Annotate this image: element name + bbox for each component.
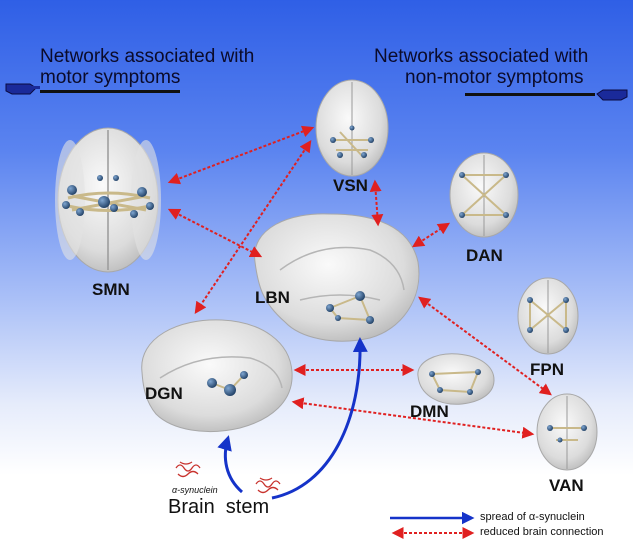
brain-stem-label: Brain stem <box>168 496 270 518</box>
connection-lbn-van <box>418 296 552 396</box>
alpha-synuclein-protein-icon-2 <box>255 477 281 494</box>
brain-dan <box>449 152 519 238</box>
brain-vsn <box>315 79 389 177</box>
alpha-synuclein-label: α-synuclein <box>172 485 218 495</box>
alpha-synuclein-protein-icon <box>175 461 201 478</box>
motor-heading-line2: motor symptoms <box>40 67 181 88</box>
connection-dgn-van <box>291 397 535 439</box>
connection-lbn-dan <box>411 222 451 248</box>
label-dgn: DGN <box>145 384 183 403</box>
label-van: VAN <box>549 476 584 495</box>
brain-dgn <box>141 319 293 433</box>
spread-arrow-to-lbn <box>271 337 368 500</box>
motor-heading-line1: Networks associated with <box>40 46 255 67</box>
nonmotor-heading-bar <box>465 93 595 96</box>
label-dan: DAN <box>466 246 503 265</box>
connection-vsn-dgn <box>194 140 312 314</box>
label-lbn: LBN <box>255 288 290 307</box>
connection-smn-lbn <box>167 208 263 258</box>
spread-arrow-to-dgn <box>217 435 244 494</box>
label-smn: SMN <box>92 280 130 299</box>
motor-heading-bar <box>40 90 180 93</box>
brain-dmn <box>417 353 495 405</box>
connection-vsn-lbn <box>369 179 384 227</box>
brain-smn <box>55 127 161 273</box>
pointing-hand-left-icon <box>5 83 40 95</box>
brain-van <box>536 393 598 471</box>
brain-fpn <box>517 277 579 355</box>
legend-reduced-label: reduced brain connection <box>480 526 604 538</box>
label-vsn: VSN <box>333 176 368 195</box>
nonmotor-heading-line2: non-motor symptoms <box>405 67 584 88</box>
motor-heading: Networks associated with motor symptoms <box>40 46 254 88</box>
connection-smn-vsn <box>167 125 315 185</box>
brain-lbn <box>254 213 420 342</box>
label-dmn: DMN <box>410 402 449 421</box>
legend-spread-label: spread of α-synuclein <box>480 511 585 523</box>
nonmotor-heading-line1: Networks associated with <box>374 46 589 67</box>
label-fpn: FPN <box>530 360 564 379</box>
pointing-hand-right-icon <box>596 89 628 101</box>
nonmotor-heading: Networks associated with non-motor sympt… <box>374 46 588 88</box>
